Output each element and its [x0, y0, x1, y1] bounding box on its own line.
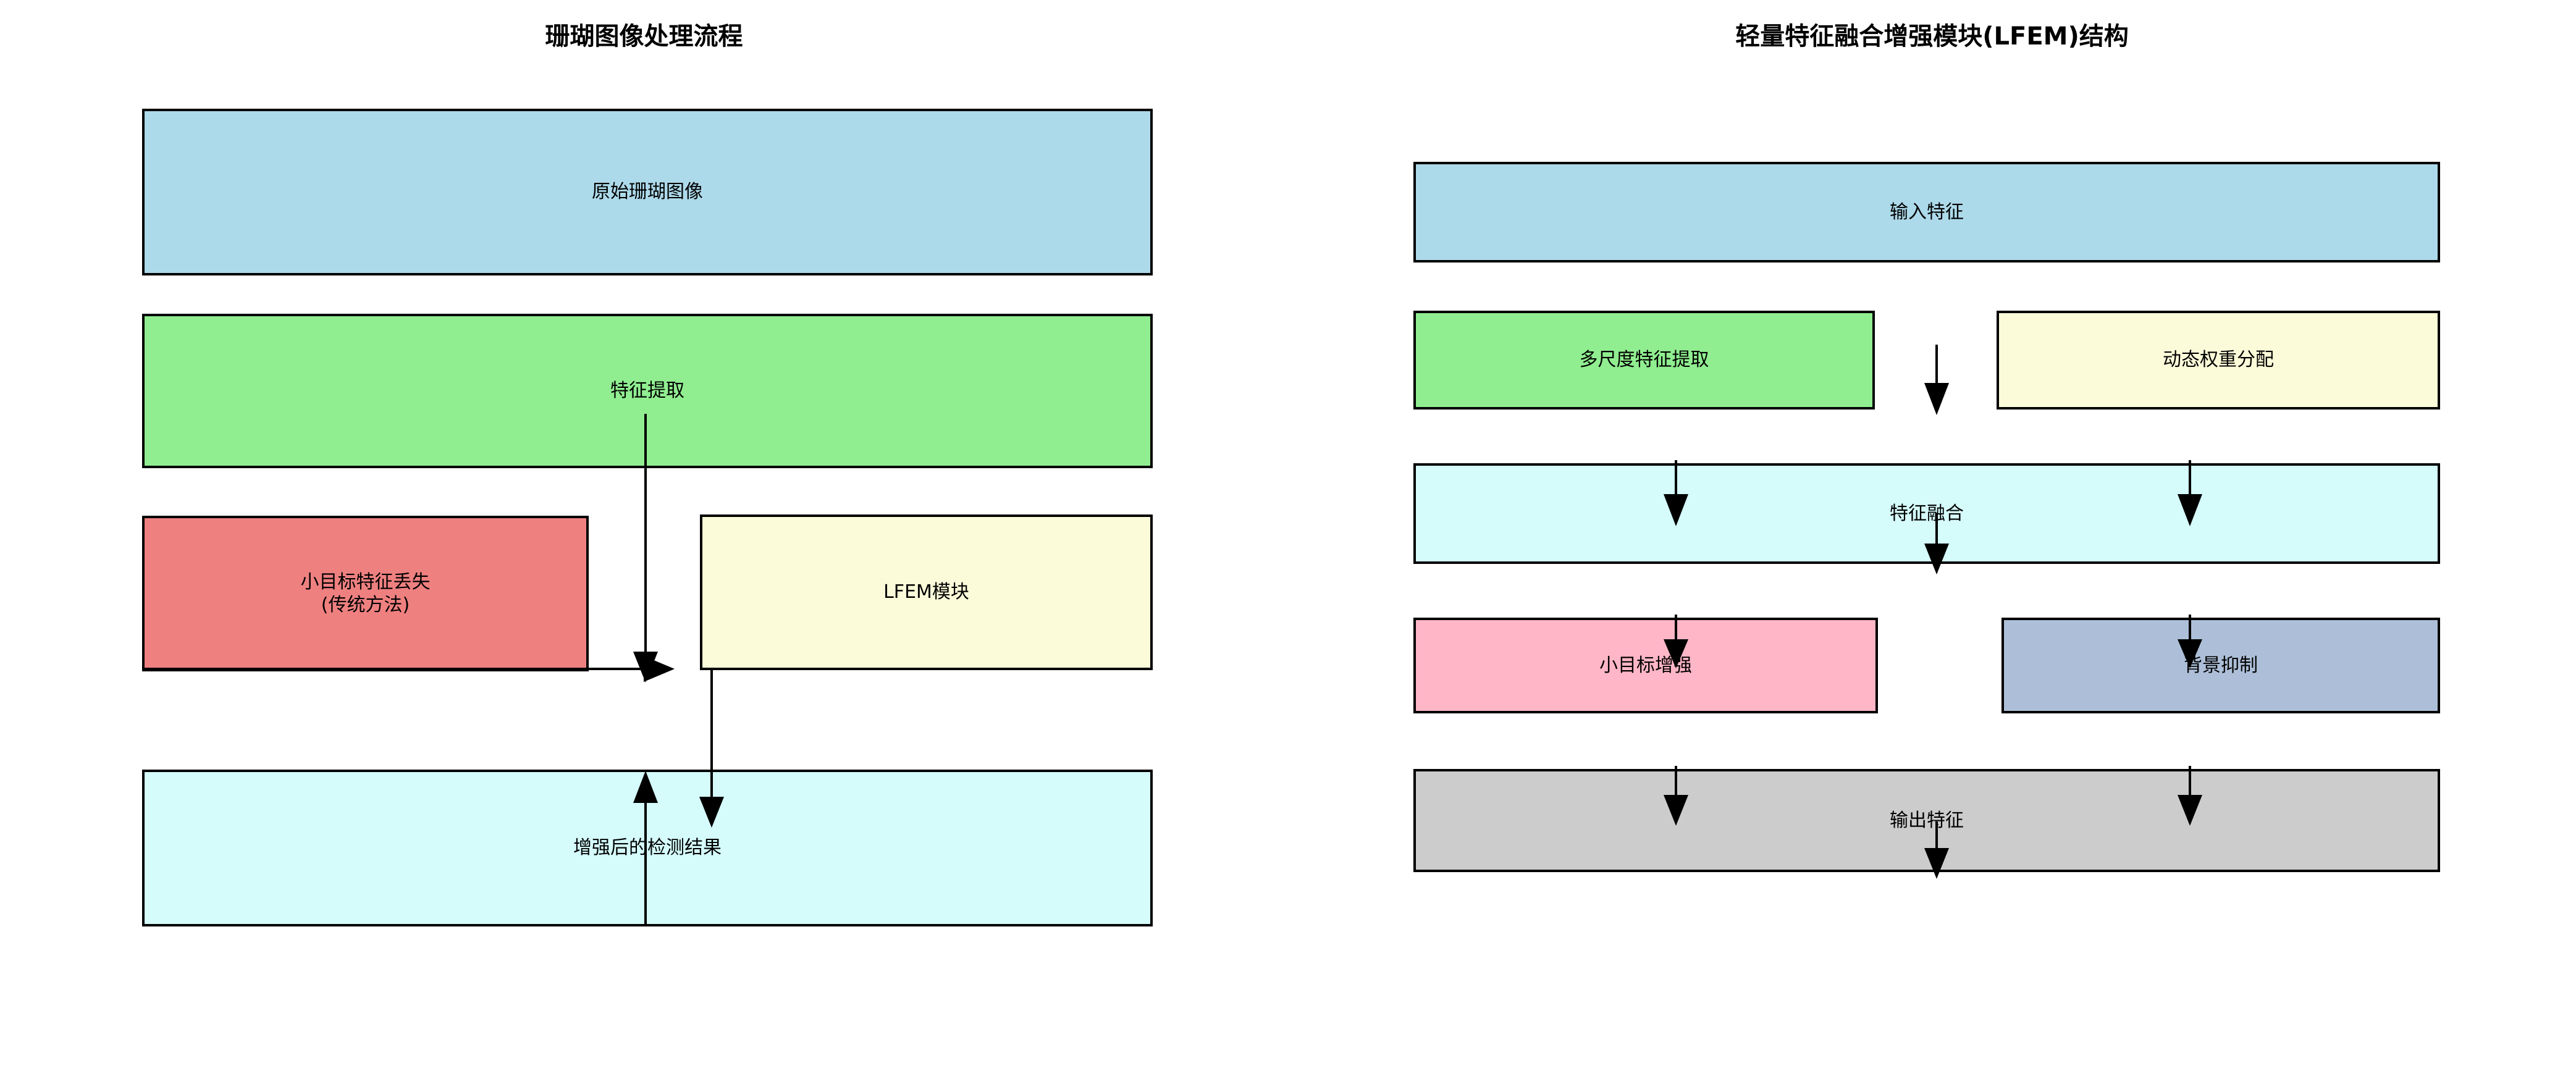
node-raw-coral-image[interactable]: 原始珊瑚图像 [142, 109, 1153, 275]
node-small-target-enhancement[interactable]: 小目标增强 [1413, 618, 1878, 713]
arrow-input-to-fusion-center [1924, 345, 1949, 415]
page-title-left: 珊瑚图像处理流程 [545, 22, 743, 51]
node-feature-fusion[interactable]: 特征融合 [1413, 463, 2440, 564]
panel-lfem-structure: 轻量特征融合增强模块(LFEM)结构 多尺度 特征融合 动态 权重分配 输入特征… [1288, 0, 2576, 1092]
panel-coral-image-processing-flow: 珊瑚图像处理流程 原始珊瑚图像 特征提取 小目标特征丢失 (传统方法) LFEM… [142, 22, 1153, 926]
node-output-feature[interactable]: 输出特征 [1413, 769, 2440, 872]
node-multiscale-feature-extraction[interactable]: 多尺度特征提取 [1413, 311, 1875, 410]
node-dynamic-weight-allocation[interactable]: 动态权重分配 [1997, 311, 2440, 410]
node-lfem-module[interactable]: LFEM模块 [700, 514, 1153, 670]
node-enhanced-detection-result[interactable]: 增强后的检测结果 [142, 770, 1153, 926]
node-input-feature[interactable]: 输入特征 [1413, 162, 2440, 262]
node-background-suppression[interactable]: 背景抑制 [2001, 618, 2440, 713]
page-title-right: 轻量特征融合增强模块(LFEM)结构 [1735, 22, 2129, 51]
node-feature-extraction[interactable]: 特征提取 [142, 314, 1153, 468]
node-small-target-feature-loss[interactable]: 小目标特征丢失 (传统方法) [142, 516, 589, 671]
